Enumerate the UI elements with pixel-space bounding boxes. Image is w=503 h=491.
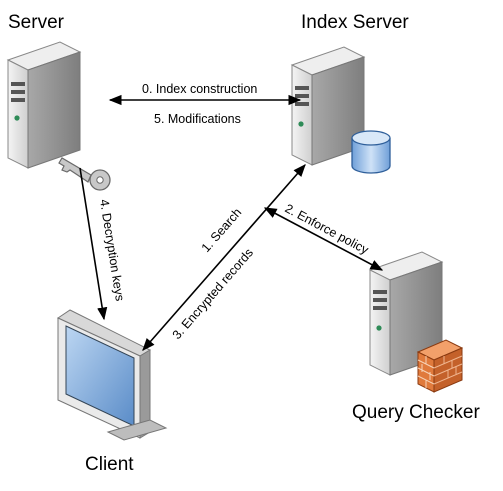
server-node: Server	[6, 12, 111, 191]
edge-label-index-construction: 0. Index construction	[142, 82, 257, 96]
index-server-node: Index Server	[290, 12, 409, 174]
monitor-icon	[56, 309, 168, 441]
edge-index-construction: 0. Index construction 5. Modifications	[108, 82, 302, 126]
query-checker-label: Query Checker	[352, 402, 480, 423]
edge-label-encrypted-records: 3. Encrypted records	[170, 246, 256, 342]
index-server-label: Index Server	[301, 12, 409, 33]
edge-label-decryption-keys: 4. Decryption keys	[97, 198, 127, 302]
edge-decryption-keys: 4. Decryption keys	[79, 167, 127, 321]
edge-enforce-policy: 2. Enforce policy	[263, 201, 384, 271]
database-icon	[351, 130, 391, 174]
edge-label-modifications: 5. Modifications	[154, 112, 241, 126]
client-label: Client	[85, 454, 134, 475]
key-icon	[58, 157, 111, 191]
edge-search-records: 1. Search 3. Encrypted records	[142, 164, 306, 351]
server-tower-icon	[290, 46, 366, 166]
server-tower-icon	[6, 41, 82, 169]
query-checker-node: Query Checker	[352, 251, 480, 423]
server-label: Server	[8, 12, 65, 33]
edge-label-search: 1. Search	[199, 205, 245, 255]
client-node: Client	[56, 309, 168, 475]
firewall-brick-icon	[416, 339, 464, 393]
edge-label-enforce-policy: 2. Enforce policy	[283, 201, 372, 257]
